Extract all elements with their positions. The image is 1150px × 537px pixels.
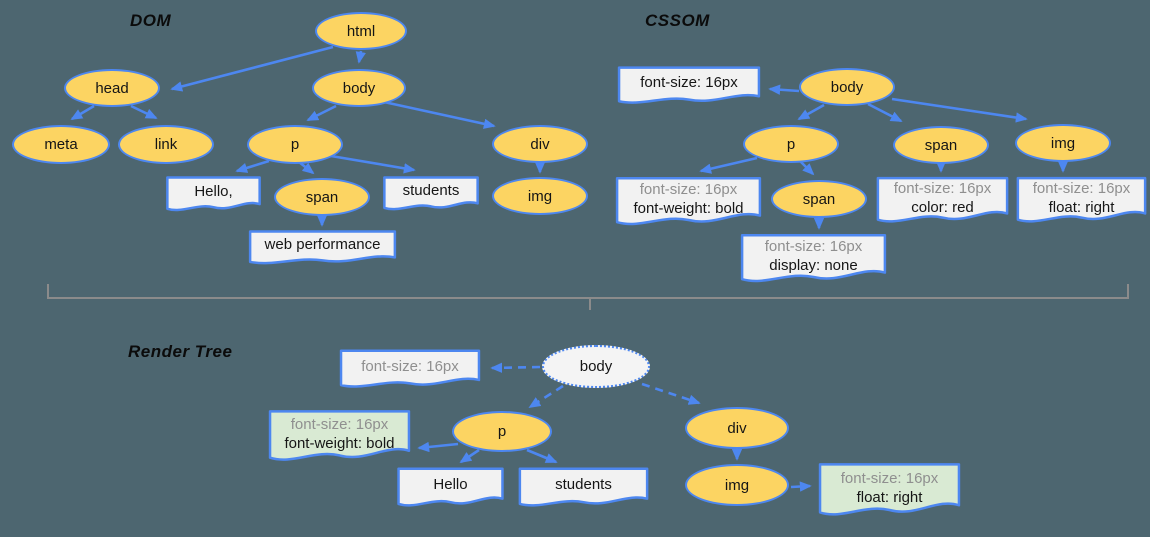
document-shape [339,349,481,392]
dom-textnode-students: students [383,176,479,214]
edge-html-body [355,50,366,64]
dom-node-p: p [247,125,343,164]
cssom-node-span: span [893,126,989,164]
cssom-node-p: p [743,125,839,163]
cssom-rule-body: font-size: 16px [617,66,761,108]
edge-render-img-rule [790,481,812,492]
render-textnode-hello: Hello [397,467,504,511]
render-textnode-students: students [518,467,649,511]
dom-node-div: div [492,125,588,163]
edge-p-hello [235,159,270,173]
dom-node-head: head [64,69,160,107]
document-shape [397,467,504,511]
cssom-title: CSSOM [645,11,710,30]
render-node-div: div [685,407,789,449]
document-shape [1016,176,1147,228]
render-rule-body: font-size: 16px [339,349,481,392]
edge-body-div [383,100,496,129]
document-shape [617,66,761,108]
edge-cssom-body-img [891,97,1028,123]
edge-head-link [130,104,158,120]
edge-body-p [306,104,337,122]
dom-node-img: img [492,177,588,215]
edge-cssom-p-span [799,160,815,176]
dom-node-meta: meta [12,125,110,164]
edge-render-body-p [528,384,564,409]
dom-textnode-web-performance: web performance [248,230,397,268]
document-shape [248,230,397,268]
cssom-node-body: body [799,68,895,106]
document-shape [268,409,411,467]
render-node-img: img [685,464,789,506]
edge-html-head [170,45,334,92]
document-shape [818,462,961,522]
edge-render-body-div [641,382,701,405]
edge-head-meta [70,104,95,121]
render-node-p: p [452,411,552,452]
document-shape [383,176,479,214]
document-shape [518,467,649,511]
edge-cssom-body-p [797,103,825,121]
render-tree-title: Render Tree [128,342,233,361]
document-shape [166,176,261,215]
edge-render-p-students [526,448,558,464]
dom-textnode-hello: Hello, [166,176,261,215]
edge-p-students [330,154,416,174]
merge-bracket [47,284,1129,310]
edge-render-p-hello [459,448,480,464]
edge-render-p-rule [417,441,459,453]
cssom-node-span-in-p: span [771,180,867,218]
cssom-node-img: img [1015,124,1111,162]
dom-node-span: span [274,178,370,216]
document-shape [615,176,762,231]
dom-node-body: body [312,69,406,107]
dom-node-html: html [315,12,407,50]
edge-cssom-body-rule [768,84,800,95]
edge-cssom-p-rule [699,156,758,174]
dom-title: DOM [130,11,172,30]
document-shape [876,176,1009,228]
render-node-body: body [542,345,650,388]
document-shape [740,233,887,288]
dom-node-link: link [118,125,214,164]
edge-cssom-body-span [867,102,903,123]
edge-render-body-rule [490,362,541,373]
